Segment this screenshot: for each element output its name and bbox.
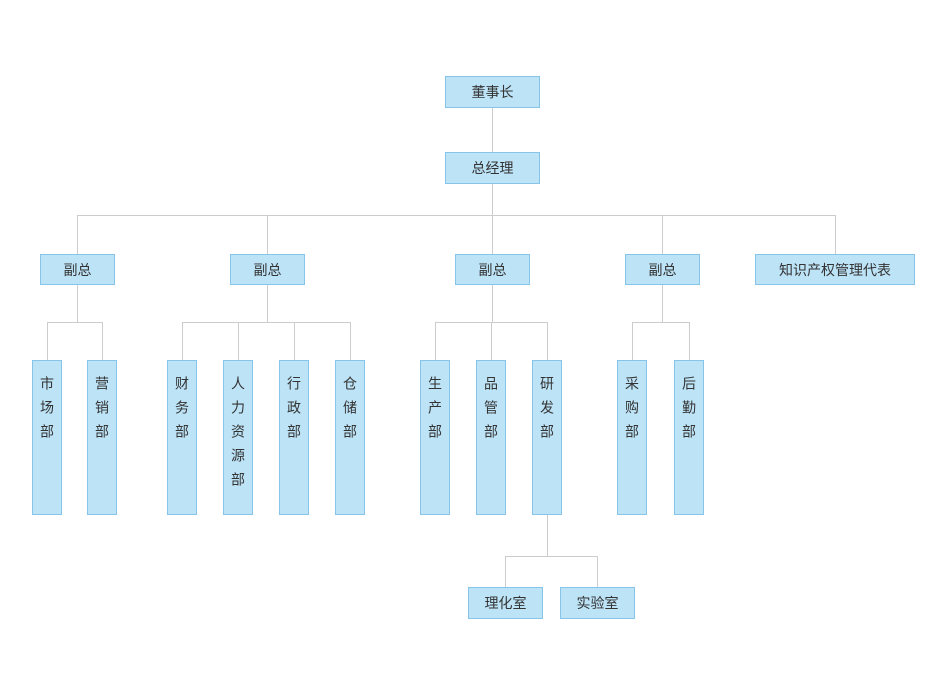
org-node-label: 采购部 <box>624 376 640 448</box>
connector-line <box>505 556 598 557</box>
org-node-production-dept: 生产部 <box>420 360 450 515</box>
org-node-hr-dept: 人力资源部 <box>223 360 253 515</box>
org-node-label: 品管部 <box>483 376 499 448</box>
org-node-admin-dept: 行政部 <box>279 360 309 515</box>
connector-line <box>77 215 78 254</box>
org-node-ip-management-representative: 知识产权管理代表 <box>755 254 915 285</box>
org-node-physical-chemical-room: 理化室 <box>468 587 543 619</box>
org-node-purchasing-dept: 采购部 <box>617 360 647 515</box>
connector-line <box>632 322 633 360</box>
org-node-label: 市场部 <box>39 376 55 448</box>
connector-line <box>77 215 835 216</box>
connector-line <box>689 322 690 360</box>
connector-line <box>597 556 598 587</box>
connector-line <box>662 285 663 322</box>
org-node-rnd-dept: 研发部 <box>532 360 562 515</box>
org-node-label: 实验室 <box>576 595 619 611</box>
connector-line <box>350 322 351 360</box>
connector-line <box>505 556 506 587</box>
org-node-label: 总经理 <box>471 160 514 176</box>
org-node-label: 董事长 <box>471 84 514 100</box>
org-node-vp-4: 副总 <box>625 254 700 285</box>
org-node-vp-1: 副总 <box>40 254 115 285</box>
org-node-label: 财务部 <box>174 376 190 448</box>
org-node-vp-3: 副总 <box>455 254 530 285</box>
org-node-vp-2: 副总 <box>230 254 305 285</box>
connector-line <box>294 322 295 360</box>
connector-line <box>47 322 48 360</box>
connector-line <box>102 322 103 360</box>
connector-line <box>435 322 436 360</box>
connector-line <box>492 108 493 152</box>
connector-line <box>491 322 492 360</box>
org-node-sales-dept: 营销部 <box>87 360 117 515</box>
connector-line <box>238 322 239 360</box>
org-node-label: 研发部 <box>539 376 555 448</box>
connector-line <box>492 285 493 322</box>
connector-line <box>632 322 690 323</box>
org-node-warehouse-dept: 仓储部 <box>335 360 365 515</box>
org-node-label: 副总 <box>648 261 677 278</box>
org-node-label: 人力资源部 <box>230 376 246 496</box>
connector-line <box>662 215 663 254</box>
connector-line <box>835 215 836 254</box>
org-node-general-manager: 总经理 <box>445 152 540 184</box>
connector-line <box>492 215 493 254</box>
org-node-label: 营销部 <box>94 376 110 448</box>
connector-line <box>267 215 268 254</box>
connector-line <box>182 322 183 360</box>
org-node-label: 行政部 <box>286 376 302 448</box>
org-node-label: 副总 <box>63 261 92 278</box>
connector-line <box>492 184 493 215</box>
connector-line <box>267 285 268 322</box>
org-node-label: 理化室 <box>484 595 527 611</box>
connector-line <box>547 322 548 360</box>
connector-line <box>182 322 351 323</box>
connector-line <box>547 515 548 556</box>
connector-line <box>77 285 78 322</box>
org-node-label: 知识产权管理代表 <box>779 261 891 278</box>
org-node-chairman: 董事长 <box>445 76 540 108</box>
org-node-label: 副总 <box>478 261 507 278</box>
org-node-label: 仓储部 <box>342 376 358 448</box>
org-node-laboratory: 实验室 <box>560 587 635 619</box>
org-node-quality-control-dept: 品管部 <box>476 360 506 515</box>
org-node-marketing-dept: 市场部 <box>32 360 62 515</box>
org-node-label: 后勤部 <box>681 376 697 448</box>
org-node-logistics-dept: 后勤部 <box>674 360 704 515</box>
org-node-label: 副总 <box>253 261 282 278</box>
org-node-label: 生产部 <box>427 376 443 448</box>
connector-line <box>47 322 103 323</box>
org-node-finance-dept: 财务部 <box>167 360 197 515</box>
